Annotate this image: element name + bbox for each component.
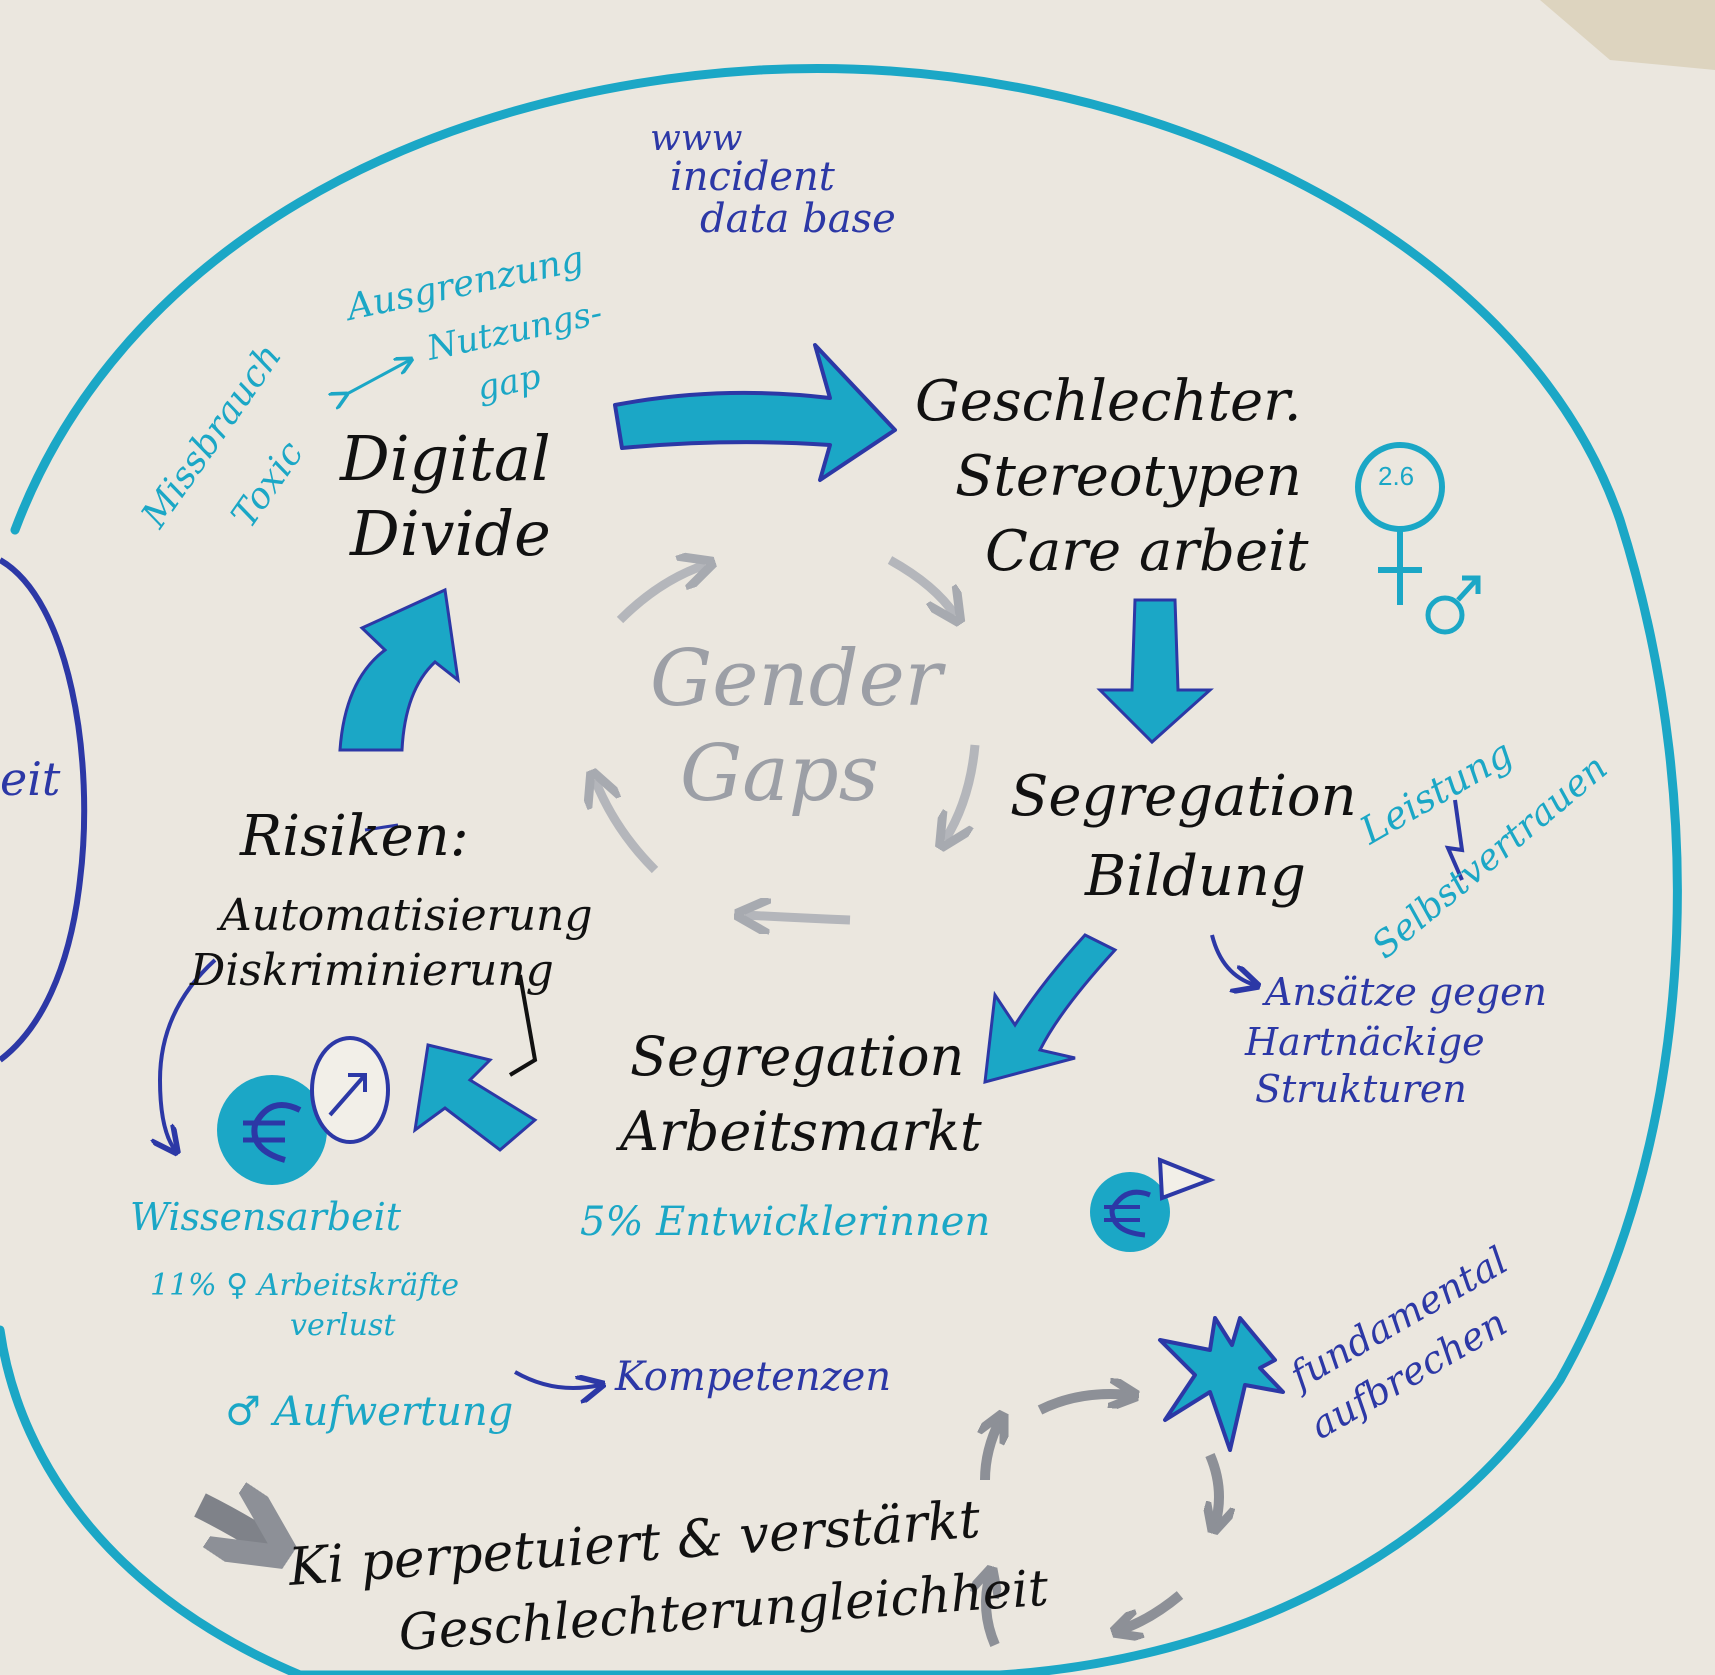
connector-line	[364, 823, 399, 832]
www-line2: incident	[670, 154, 836, 200]
arbeitsmarkt-line1: Segregation	[630, 1025, 964, 1088]
gender-badge: 2.6	[1378, 461, 1414, 491]
digital-line2: Divide	[349, 497, 551, 570]
gender-symbol-icon	[1355, 442, 1481, 635]
digital-line1: Digital	[339, 422, 551, 495]
edge-text: eit	[0, 752, 61, 806]
arbeitsmarkt-line2: Arbeitsmarkt	[615, 1100, 982, 1163]
cycle-arrow-bottom	[745, 915, 851, 920]
arbeitskraefte-note: 11% ♀ Arbeitskräfte	[150, 1268, 459, 1303]
bildung-line2: Bildung	[1084, 844, 1306, 909]
grey-arrow-e	[985, 1420, 1000, 1481]
cycle-arrow-left	[595, 780, 659, 874]
center-title-line1: Gender	[650, 634, 947, 724]
paper-corner	[1540, 0, 1715, 70]
verlust-note: verlust	[290, 1308, 396, 1343]
grey-arrow-a	[1037, 1394, 1130, 1415]
double-arrow	[345, 360, 410, 395]
geschlechter-line2: Stereotypen	[955, 444, 1302, 509]
arrow-arbeitsmarkt-to-risiken	[412, 1043, 538, 1152]
grey-arrow-c	[1120, 1591, 1184, 1630]
cycle-arrow-right-top	[887, 556, 955, 615]
euro-chart-icon-right	[1090, 1156, 1216, 1252]
ansaetze-line1: Ansätze gegen	[1262, 970, 1547, 1014]
arrow-to-kompetenzen	[514, 1370, 600, 1388]
entwicklerinnen-note: 5% Entwicklerinnen	[580, 1199, 990, 1245]
risiken-bracket	[508, 974, 538, 1077]
kompetenzen-note: Kompetenzen	[614, 1354, 891, 1400]
arrow-geschlechter-to-bildung	[1096, 598, 1214, 745]
grey-arrow-b	[1210, 1453, 1219, 1525]
geschlechter-line1: Geschlechter.	[915, 369, 1302, 434]
ansaetze-line3: Strukturen	[1255, 1067, 1467, 1111]
star-burst-icon	[1158, 1316, 1285, 1452]
www-line3: data base	[700, 196, 896, 242]
grey-arrow-ki	[194, 1505, 270, 1545]
arrow-digital-to-geschlechter	[613, 343, 897, 482]
euro-chart-icon-left	[217, 1036, 390, 1185]
bildung-line1: Segregation	[1010, 764, 1357, 829]
ansaetze-line2: Hartnäckige	[1244, 1020, 1485, 1064]
lightning-arrow	[1444, 799, 1465, 881]
arrow-to-ansaetze	[1210, 934, 1255, 985]
cycle-arrow-top	[616, 565, 705, 624]
wissensarbeit-note: Wissensarbeit	[130, 1195, 402, 1239]
risiken-line3: Diskriminierung	[189, 945, 554, 996]
arrow-risiken-to-digital	[338, 587, 461, 752]
cycle-arrow-right-bottom	[945, 744, 980, 840]
www-line1: www	[650, 118, 743, 159]
arrow-risiken-to-wissensarbeit	[160, 958, 217, 1150]
risiken-line2: Automatisierung	[216, 890, 593, 941]
center-title-line2: Gaps	[680, 729, 879, 819]
arrow-bildung-to-arbeitsmarkt	[983, 933, 1118, 1085]
risiken-line1: Risiken:	[239, 804, 469, 869]
aufwertung-note: ♂ Aufwertung	[225, 1389, 513, 1435]
geschlechter-line3: Care arbeit	[985, 519, 1309, 584]
grey-arrow-d	[986, 1575, 995, 1647]
left-circle	[0, 557, 88, 1063]
